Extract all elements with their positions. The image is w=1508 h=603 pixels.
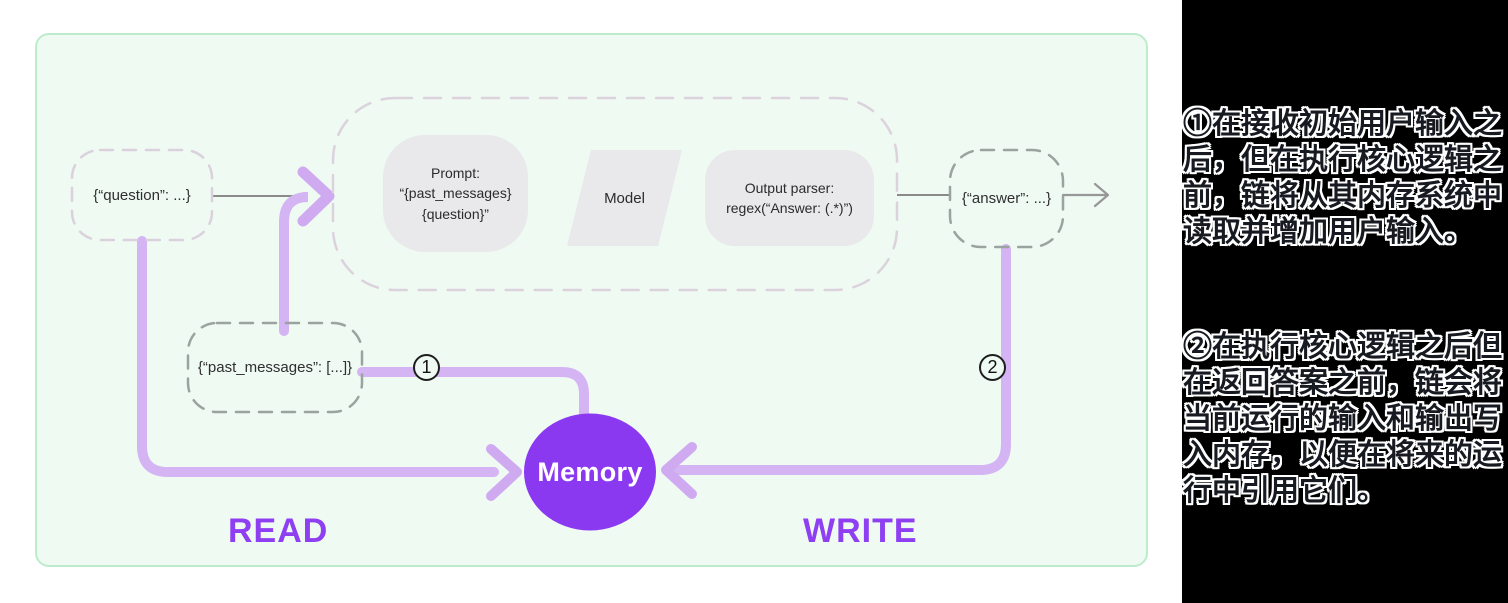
- note-step-2: ②在执行核心逻辑之后但在返回答案之前，链会将当前运行的输入和输出写入内存，以便在…: [1183, 331, 1503, 507]
- read-memory-wire-1: [357, 367, 589, 423]
- past-messages-to-chain-wire: [279, 192, 309, 336]
- memory-bubble: [524, 413, 656, 531]
- output-parser-node: Output parser: regex(“Answer: (.*)”): [705, 150, 874, 246]
- memory-read-arrowhead-icon: [486, 444, 522, 501]
- note-step-1: ①在接收初始用户输入之后，但在执行核心逻辑之前，链将从其内存系统中读取并增加用户…: [1183, 108, 1503, 248]
- step-1-marker: 1: [413, 354, 440, 381]
- model-node-label: Model: [604, 189, 645, 207]
- chain-container-outline: [331, 96, 899, 292]
- past-messages-node-outline: [186, 321, 364, 414]
- read-memory-wire-2: [137, 236, 499, 477]
- chain-input-arrowhead-icon: [297, 166, 335, 227]
- question-node-outline: [70, 148, 214, 242]
- answer-node-outline: [948, 148, 1065, 249]
- memory-node-label: Memory: [537, 457, 643, 487]
- prompt-node: Prompt: “{past_messages} {question}”: [383, 135, 528, 252]
- notes-panel: [1182, 0, 1508, 603]
- past-messages-node-label: {“past_messages”: [...]}: [197, 359, 353, 376]
- answer-output-arrow-icon: [1061, 182, 1110, 208]
- write-label: WRITE: [803, 512, 918, 550]
- memory-write-arrowhead-icon: [661, 442, 697, 499]
- question-node-label: {“question”: ...}: [93, 186, 191, 204]
- step-2-marker: 2: [979, 354, 1006, 381]
- write-memory-wire: [671, 244, 1011, 475]
- answer-node-label: {“answer”: ...}: [961, 190, 1052, 207]
- read-label: READ: [228, 512, 329, 550]
